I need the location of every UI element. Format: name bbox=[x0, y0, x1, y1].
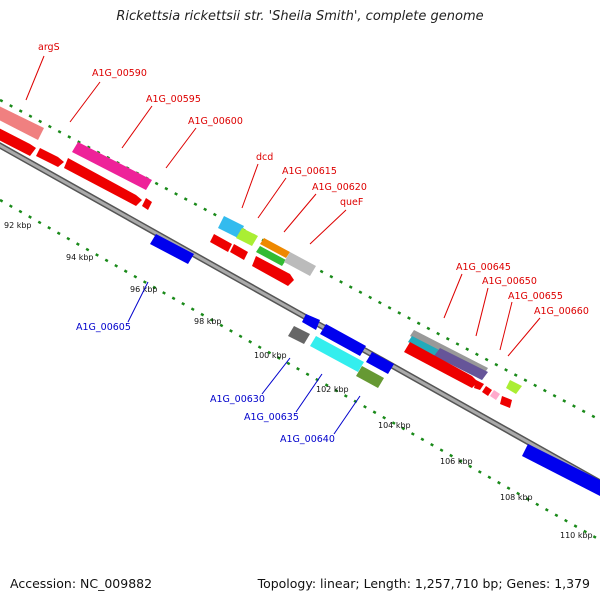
tick-label: 92 kbp bbox=[4, 221, 32, 230]
cds-feature[interactable] bbox=[500, 396, 512, 408]
gene-label[interactable]: A1G_00630 bbox=[210, 394, 265, 405]
map-title: Rickettsia rickettsii str. 'Sheila Smith… bbox=[116, 9, 484, 24]
gene-A1G_00590[interactable] bbox=[36, 148, 64, 167]
gene-A1G_00635[interactable] bbox=[310, 336, 364, 372]
gene-argS[interactable] bbox=[0, 104, 44, 140]
gene-label[interactable]: A1G_00635 bbox=[244, 412, 299, 423]
cds-feature[interactable] bbox=[474, 380, 484, 390]
cds-feature[interactable] bbox=[230, 244, 248, 260]
gene-A1G_00640[interactable] bbox=[356, 366, 384, 388]
tick-label: 106 kbp bbox=[440, 457, 473, 466]
cds-feature[interactable] bbox=[256, 246, 286, 266]
reverse-gene-labels: A1G_00605 A1G_00630 A1G_00635 A1G_00640 bbox=[76, 322, 335, 445]
backbone bbox=[0, 142, 600, 486]
gene-label[interactable]: A1G_00590 bbox=[92, 68, 147, 79]
gene-label[interactable]: dcd bbox=[256, 152, 273, 163]
gene-label[interactable]: A1G_00620 bbox=[312, 182, 367, 193]
reverse-dotted-track bbox=[0, 198, 600, 542]
tick-label: 102 kbp bbox=[316, 385, 349, 394]
gene-A1G_00605[interactable] bbox=[150, 234, 194, 264]
tick-label: 110 kbp bbox=[560, 531, 593, 540]
tick-label: 108 kbp bbox=[500, 493, 533, 502]
cds-feature[interactable] bbox=[522, 444, 600, 496]
gene-A1G_00650[interactable] bbox=[404, 342, 478, 388]
cds-feature[interactable] bbox=[0, 126, 36, 156]
tick-label: 100 kbp bbox=[254, 351, 287, 360]
forward-label-leaders bbox=[25, 55, 541, 357]
gene-A1G_00595[interactable] bbox=[72, 142, 152, 190]
cds-feature[interactable] bbox=[302, 314, 320, 330]
gene-label[interactable]: A1G_00615 bbox=[282, 166, 337, 177]
reverse-features bbox=[150, 234, 600, 496]
accession-label: Accession: NC_009882 bbox=[10, 576, 153, 591]
forward-gene-labels: argS A1G_00590 A1G_00595 A1G_00600 dcd A… bbox=[38, 42, 589, 317]
reverse-label-leaders bbox=[127, 281, 361, 435]
cds-feature[interactable] bbox=[236, 228, 258, 246]
gene-label[interactable]: A1G_00595 bbox=[146, 94, 201, 105]
gene-label[interactable]: argS bbox=[38, 42, 60, 53]
gene-label[interactable]: queF bbox=[340, 197, 363, 208]
gene-label[interactable]: A1G_00645 bbox=[456, 262, 511, 273]
cds-feature[interactable] bbox=[366, 352, 394, 374]
gene-dcd[interactable] bbox=[218, 216, 244, 238]
gene-A1G_00615[interactable] bbox=[260, 238, 290, 258]
gene-label[interactable]: A1G_00640 bbox=[280, 434, 335, 445]
gene-queF[interactable] bbox=[252, 256, 294, 286]
cds-feature[interactable] bbox=[320, 324, 366, 356]
tick-label: 94 kbp bbox=[66, 253, 94, 262]
cds-feature[interactable] bbox=[64, 158, 142, 206]
gene-label[interactable]: A1G_00650 bbox=[482, 276, 537, 287]
gene-A1G_00600[interactable] bbox=[142, 198, 152, 210]
gene-A1G_00660[interactable] bbox=[506, 380, 522, 394]
gene-label[interactable]: A1G_00655 bbox=[508, 291, 563, 302]
forward-features bbox=[0, 104, 522, 408]
cds-feature[interactable] bbox=[210, 234, 232, 252]
cds-feature[interactable] bbox=[482, 386, 492, 396]
gene-label[interactable]: A1G_00660 bbox=[534, 306, 589, 317]
gene-label[interactable]: A1G_00605 bbox=[76, 322, 131, 333]
gene-A1G_00645[interactable] bbox=[434, 348, 488, 380]
gene-A1G_00620[interactable] bbox=[284, 252, 316, 276]
tick-label: 98 kbp bbox=[194, 317, 222, 326]
gene-label[interactable]: A1G_00600 bbox=[188, 116, 243, 127]
genome-summary: Topology: linear; Length: 1,257,710 bp; … bbox=[257, 576, 590, 591]
gene-A1G_00655[interactable] bbox=[490, 390, 500, 400]
tick-label: 104 kbp bbox=[378, 421, 411, 430]
gene-A1G_00630[interactable] bbox=[288, 326, 310, 344]
